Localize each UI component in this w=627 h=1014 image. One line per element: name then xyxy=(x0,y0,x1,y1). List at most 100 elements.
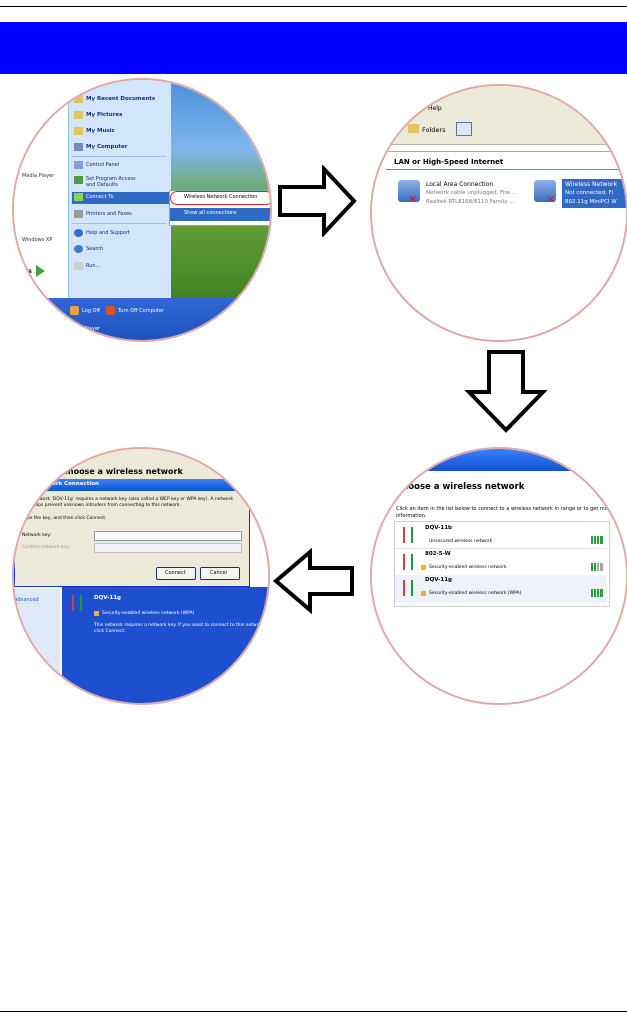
start-item-help[interactable]: Help and Support xyxy=(86,230,130,236)
connect-to-highlight xyxy=(72,192,170,204)
lock-icon xyxy=(421,591,426,596)
start-item-run[interactable]: Run... xyxy=(86,263,101,269)
bg-window-title: Choose a wireless network xyxy=(62,467,183,476)
list-ssid: DQV-11g xyxy=(94,595,121,601)
cancel-button-label: Cancel xyxy=(210,570,227,576)
lock-icon xyxy=(94,611,99,616)
signal-icon xyxy=(591,563,603,571)
start-item-connect-to[interactable]: Connect To xyxy=(86,194,114,200)
network-item[interactable]: DQV-11b Unsecured wireless network xyxy=(395,522,607,548)
dialog-instruction: Type the key, and then click Connect. xyxy=(22,516,107,521)
step-network-connections: Help Folders LAN or High-Speed Internet … xyxy=(370,84,627,342)
error-x-icon: ✕ xyxy=(408,193,418,206)
control-panel-icon xyxy=(74,161,83,169)
network-key-field[interactable] xyxy=(94,531,242,541)
start-item-pictures[interactable]: My Pictures xyxy=(86,112,123,118)
connect-button-label: Connect xyxy=(165,570,186,576)
views-icon[interactable] xyxy=(456,122,472,136)
signal-icon xyxy=(591,589,603,597)
turn-off-button[interactable]: Turn Off Computer xyxy=(118,308,165,314)
wireless-submenu-highlight xyxy=(170,191,270,205)
lock-icon xyxy=(421,565,426,570)
start-item-program-access[interactable]: Set Program Access and Defaults xyxy=(86,176,136,188)
start-item-music[interactable]: My Music xyxy=(86,128,115,134)
network-ssid: 802-5-W xyxy=(425,551,451,557)
error-x-icon: ✕ xyxy=(546,193,556,206)
choose-title: Choose a wireless network xyxy=(396,482,525,492)
start-item-control-panel[interactable]: Control Panel xyxy=(86,162,120,168)
network-security: Unsecured wireless network xyxy=(429,539,493,544)
side-advanced[interactable]: Advanced xyxy=(14,597,39,603)
wifi-name[interactable]: Wireless Network xyxy=(565,181,618,188)
start-item-printers[interactable]: Printers and Faxes xyxy=(86,211,132,217)
dialog-message: The network 'DQV-11g' requires a network… xyxy=(22,497,234,508)
choose-instructions: Click an item in the list below to conne… xyxy=(396,506,613,519)
submenu-wireless[interactable]: Wireless Network Connection xyxy=(184,194,258,200)
wifi-icon xyxy=(534,180,556,202)
network-ssid: DQV-11g xyxy=(425,577,452,583)
list-security: Security-enabled wireless network (WPA) xyxy=(102,611,195,616)
search-icon xyxy=(74,245,83,253)
network-item[interactable]: DQV-11g Security-enabled wireless networ… xyxy=(395,575,607,603)
dialog-titlebar xyxy=(14,479,248,491)
arrow-left-icon xyxy=(272,548,354,614)
log-off-icon xyxy=(70,306,79,315)
selected-network-band xyxy=(62,587,268,703)
top-rule xyxy=(0,6,627,7)
network-security: Security-enabled wireless network xyxy=(429,565,507,570)
start-left-item[interactable]: Windows XP xyxy=(22,237,53,243)
help-icon xyxy=(74,229,83,237)
computer-icon xyxy=(74,143,83,151)
antenna-icon xyxy=(403,527,413,543)
key-label: Network key: xyxy=(22,533,52,538)
submenu-show-highlight xyxy=(170,208,270,221)
folders-button[interactable]: Folders xyxy=(422,126,446,134)
bottom-rule xyxy=(0,1011,627,1012)
wifi-status: Not connected, Fi xyxy=(565,190,613,196)
music-icon xyxy=(74,127,83,135)
folder-icon xyxy=(74,95,83,103)
antenna-icon xyxy=(72,595,82,611)
list-note: This network requires a network key. If … xyxy=(94,623,266,634)
step-choose-network: Choose a wireless network Click an item … xyxy=(370,447,627,705)
all-programs[interactable]: ms xyxy=(22,268,32,275)
wifi-device: 802.11g MiniPCI W xyxy=(565,199,617,205)
menu-help[interactable]: Help xyxy=(428,105,442,112)
header-banner xyxy=(0,22,627,74)
log-off-button[interactable]: Log Off xyxy=(82,308,100,314)
antenna-icon xyxy=(403,554,413,570)
cancel-button[interactable]: Cancel xyxy=(200,567,240,580)
dialog-title: Network Connection xyxy=(36,481,99,487)
network-item[interactable]: 802-5-W Security-enabled wireless networ… xyxy=(395,549,607,575)
network-ssid: DQV-11b xyxy=(425,525,452,531)
confirm-label: Confirm network key: xyxy=(22,545,70,550)
lan-status: Network cable unplugged, Fire... xyxy=(426,190,516,196)
start-item-search[interactable]: Search xyxy=(86,246,104,252)
connect-button[interactable]: Connect xyxy=(156,567,196,580)
printer-icon xyxy=(74,210,83,218)
arrow-down-icon xyxy=(465,350,547,433)
antenna-icon xyxy=(403,580,413,596)
folders-icon xyxy=(408,124,419,133)
run-icon xyxy=(74,262,83,270)
taskbar-item[interactable]: Windows Media Player xyxy=(44,326,101,332)
lan-name[interactable]: Local Area Connection xyxy=(426,181,494,188)
step-start-menu: Media Player Windows XP ms My Recent Doc… xyxy=(12,78,272,342)
start-left-item[interactable]: Media Player xyxy=(22,173,55,179)
lan-device: Realtek RTL8168/8110 Family ... xyxy=(426,199,515,205)
arrow-right-icon xyxy=(278,165,357,237)
wifi-selection xyxy=(562,179,626,208)
submenu-show-all[interactable]: Show all connections xyxy=(184,210,237,216)
start-item-computer[interactable]: My Computer xyxy=(86,144,128,150)
section-header: LAN or High-Speed Internet xyxy=(394,158,504,166)
power-icon xyxy=(106,306,115,315)
start-item-recent[interactable]: My Recent Documents xyxy=(86,96,156,102)
pictures-icon xyxy=(74,111,83,119)
lan-icon xyxy=(398,180,420,202)
all-programs-arrow-icon xyxy=(36,265,45,277)
confirm-key-field[interactable] xyxy=(94,543,242,553)
network-security: Security-enabled wireless network (WPA) xyxy=(429,591,522,596)
signal-icon xyxy=(591,536,603,544)
step-network-key: Choose a wireless network Advanced DQV-1… xyxy=(12,447,270,705)
network-icon xyxy=(74,193,83,201)
